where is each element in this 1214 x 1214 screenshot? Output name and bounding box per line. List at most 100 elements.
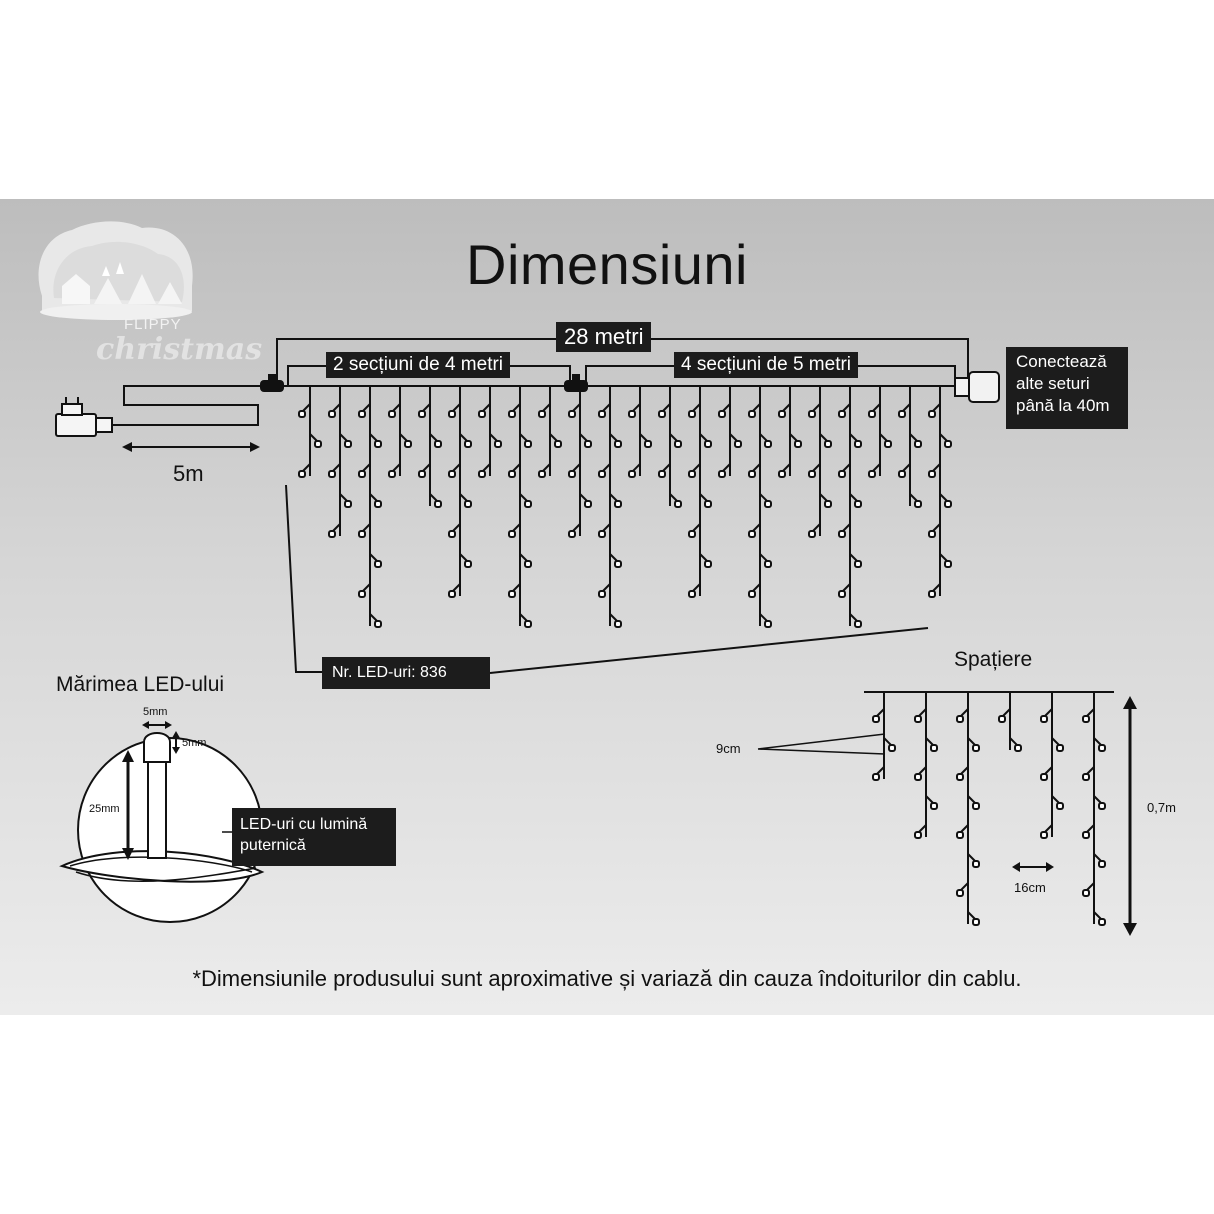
led-bulb [314, 440, 322, 448]
led-bulb [388, 410, 396, 418]
led-bulb [914, 773, 922, 781]
led-bulb [388, 470, 396, 478]
led-bulb [838, 530, 846, 538]
led-bulb [748, 590, 756, 598]
led-bulb [1056, 744, 1064, 752]
led-bulb [928, 410, 936, 418]
led-bulb [598, 470, 606, 478]
led-bulb [1098, 802, 1106, 810]
led-bulb [464, 500, 472, 508]
led-bulb [872, 715, 880, 723]
led-bulb [808, 410, 816, 418]
led-bulb [764, 500, 772, 508]
led-bulb [914, 715, 922, 723]
led-stem-label: 25mm [89, 803, 120, 815]
led-bulb [718, 470, 726, 478]
connect-label: Conectează alte seturi până la 40m [1006, 347, 1128, 429]
led-bulb [1082, 889, 1090, 897]
led-bulb [872, 773, 880, 781]
led-bulb [614, 620, 622, 628]
connect-line-1: Conectează [1016, 352, 1107, 371]
footnote: *Dimensiunile produsului sunt aproximati… [192, 966, 1022, 991]
led-bulb [748, 410, 756, 418]
led-bulb [478, 410, 486, 418]
led-bulb [1082, 831, 1090, 839]
led-bulb [614, 560, 622, 568]
led-bulb [688, 410, 696, 418]
led-bulb [854, 620, 862, 628]
led-bulb [868, 410, 876, 418]
led-bulb [808, 530, 816, 538]
led-bulb [374, 620, 382, 628]
led-bulb [674, 500, 682, 508]
led-bulb [1040, 831, 1048, 839]
led-bulb [764, 560, 772, 568]
led-bulb [972, 744, 980, 752]
led-bulb [914, 831, 922, 839]
led-bulb [344, 500, 352, 508]
led-bulb [928, 590, 936, 598]
led-bulb [524, 560, 532, 568]
led-bulb [628, 410, 636, 418]
led-bulb [494, 440, 502, 448]
led-bulb [956, 831, 964, 839]
led-bulb [644, 440, 652, 448]
drop-length-label: 0,7m [1147, 800, 1176, 815]
led-bulb [628, 470, 636, 478]
led-bulb [404, 440, 412, 448]
led-bulb [824, 440, 832, 448]
led-bulb [524, 620, 532, 628]
led-bulb [298, 470, 306, 478]
led-bulb [598, 530, 606, 538]
led-bulb [1014, 744, 1022, 752]
led-bulb [1098, 918, 1106, 926]
led-bulb [508, 470, 516, 478]
led-bulb [614, 440, 622, 448]
led-bulb [930, 744, 938, 752]
plug-icon [55, 397, 113, 437]
led-bulb [328, 410, 336, 418]
led-bulb [344, 440, 352, 448]
led-bulb [658, 470, 666, 478]
led-bulb [854, 560, 862, 568]
led-bulb [868, 470, 876, 478]
led-bulb [854, 500, 862, 508]
led-bulb [434, 440, 442, 448]
led-bulb [568, 410, 576, 418]
lead-length-label: 5m [173, 461, 204, 486]
led-bulb [508, 590, 516, 598]
led-bulb [358, 590, 366, 598]
led-bulb [1040, 773, 1048, 781]
led-bulb [748, 530, 756, 538]
led-callout-line-1: LED-uri cu lumină [240, 816, 368, 833]
led-bulb [794, 440, 802, 448]
led-bulb [464, 560, 472, 568]
led-bulb [884, 440, 892, 448]
led-bulb [838, 470, 846, 478]
led-bulb [448, 470, 456, 478]
led-bulb [584, 440, 592, 448]
led-bulb [734, 440, 742, 448]
led-bulb [718, 410, 726, 418]
horizontal-spacing-label: 16cm [1014, 880, 1046, 895]
led-bulb [930, 802, 938, 810]
led-callout: LED-uri cu lumină puternică [232, 808, 396, 866]
led-bulb-icon [143, 732, 171, 859]
led-bulb [418, 470, 426, 478]
led-bulb [524, 500, 532, 508]
led-bulb [568, 530, 576, 538]
led-bulb [658, 410, 666, 418]
led-bulb [898, 410, 906, 418]
led-bulb [434, 500, 442, 508]
led-bulb [838, 590, 846, 598]
led-bulb [328, 470, 336, 478]
brand-script: christmas [96, 332, 263, 367]
led-bulb [914, 500, 922, 508]
led-bulb [1098, 860, 1106, 868]
led-size-title: Mărimea LED-ului [56, 673, 225, 696]
led-bulb [764, 620, 772, 628]
led-bulb [764, 440, 772, 448]
led-bulb [508, 530, 516, 538]
page-title: Dimensiuni [466, 233, 748, 296]
